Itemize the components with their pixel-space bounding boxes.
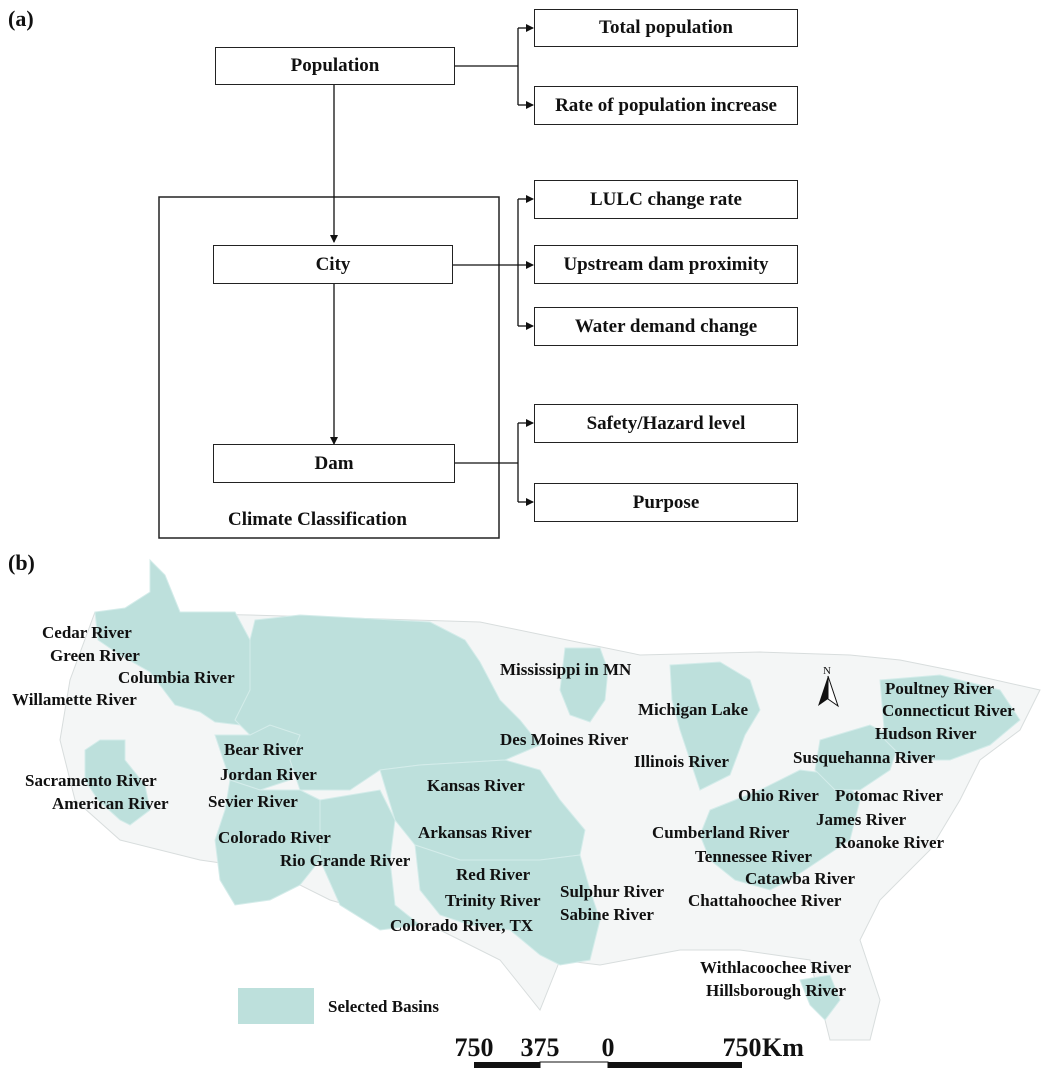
panel-a-label: (a) <box>8 6 34 31</box>
selected-basins <box>84 558 1021 1021</box>
label-willamette-river: Willamette River <box>12 690 137 709</box>
panel-a-connectors <box>158 24 534 539</box>
scale-tick-0: 0 <box>602 1033 615 1062</box>
rate-of-population-increase-box: Rate of population increase <box>534 86 798 125</box>
legend-label: Selected Basins <box>328 997 439 1016</box>
label-american-river: American River <box>52 794 169 813</box>
label-rio-grande-river: Rio Grande River <box>280 851 411 870</box>
dam-branches <box>455 419 534 506</box>
label-tennessee-river: Tennessee River <box>695 847 812 866</box>
scale-tick-750-right: 750 <box>723 1033 762 1062</box>
city-branches <box>453 195 534 330</box>
dam-node: Dam <box>213 444 455 483</box>
basin-arkansas <box>379 759 586 861</box>
label-illinois-river: Illinois River <box>634 752 729 771</box>
label-arkansas-river: Arkansas River <box>418 823 532 842</box>
label-green-river: Green River <box>50 646 140 665</box>
label-catawba-river: Catawba River <box>745 869 855 888</box>
basin-susquehanna <box>814 724 901 791</box>
label-roanoke-river: Roanoke River <box>835 833 945 852</box>
basin-colorado <box>214 779 331 906</box>
purpose-box: Purpose <box>534 483 798 522</box>
scale-unit: Km <box>762 1033 804 1062</box>
climate-frame <box>158 196 500 539</box>
scale-segment-2 <box>539 1061 609 1068</box>
lulc-change-rate-box: LULC change rate <box>534 180 798 219</box>
label-jordan-river: Jordan River <box>220 765 317 784</box>
water-demand-change-box: Water demand change <box>534 307 798 346</box>
river-labels: Cedar River Green River Columbia River W… <box>12 623 1015 1000</box>
label-columbia-river: Columbia River <box>118 668 235 687</box>
label-des-moines-river: Des Moines River <box>500 730 629 749</box>
label-sevier-river: Sevier River <box>208 792 298 811</box>
scale-tick-375: 375 <box>521 1033 560 1062</box>
label-hillsborough-river: Hillsborough River <box>706 981 846 1000</box>
basin-ohio <box>699 769 861 891</box>
label-mississippi-in-mn: Mississippi in MN <box>500 660 632 679</box>
basin-rio-grande <box>319 789 422 931</box>
population-node: Population <box>215 47 455 85</box>
scale-bar: 750 375 0 750 Km <box>455 1033 804 1068</box>
label-kansas-river: Kansas River <box>427 776 525 795</box>
label-cedar-river: Cedar River <box>42 623 132 642</box>
label-trinity-river: Trinity River <box>445 891 541 910</box>
city-node: City <box>213 245 453 284</box>
label-colorado-river: Colorado River <box>218 828 331 847</box>
label-james-river: James River <box>816 810 907 829</box>
label-cumberland-river: Cumberland River <box>652 823 790 842</box>
north-label: N <box>823 665 831 677</box>
label-michigan-lake: Michigan Lake <box>638 700 748 719</box>
label-hudson-river: Hudson River <box>875 724 977 743</box>
safety-hazard-level-box: Safety/Hazard level <box>534 404 798 443</box>
label-sacramento-river: Sacramento River <box>25 771 157 790</box>
climate-classification-label: Climate Classification <box>228 509 407 530</box>
panel-b-label: (b) <box>8 550 35 575</box>
label-poultney-river: Poultney River <box>885 679 995 698</box>
basin-sacramento <box>84 739 151 826</box>
basin-upper-mississippi <box>559 647 609 723</box>
basin-florida <box>799 974 841 1021</box>
label-ohio-river: Ohio River <box>738 786 819 805</box>
total-population-box: Total population <box>534 9 798 47</box>
north-arrow-icon: N <box>818 665 839 708</box>
basin-columbia <box>94 558 256 726</box>
label-susquehanna-river: Susquehanna River <box>793 748 936 767</box>
label-colorado-river-tx: Colorado River, TX <box>390 916 534 935</box>
basin-red <box>414 844 601 966</box>
label-withlacoochee-river: Withlacoochee River <box>700 958 852 977</box>
population-branches <box>455 24 534 109</box>
basin-map: N Cedar River Green River Columbia River… <box>12 558 1041 1068</box>
basin-northeast <box>879 674 1021 761</box>
upstream-dam-proximity-box: Upstream dam proximity <box>534 245 798 284</box>
legend-swatch <box>238 988 314 1024</box>
label-chattahoochee-river: Chattahoochee River <box>688 891 842 910</box>
label-sabine-river: Sabine River <box>560 905 654 924</box>
basin-michigan <box>669 661 761 791</box>
label-potomac-river: Potomac River <box>835 786 944 805</box>
label-connecticut-river: Connecticut River <box>882 701 1015 720</box>
scale-segment-1 <box>474 1062 540 1068</box>
label-red-river: Red River <box>456 865 531 884</box>
label-bear-river: Bear River <box>224 740 304 759</box>
scale-segment-3 <box>608 1062 742 1068</box>
scale-tick-750-left: 750 <box>455 1033 494 1062</box>
label-sulphur-river: Sulphur River <box>560 882 665 901</box>
